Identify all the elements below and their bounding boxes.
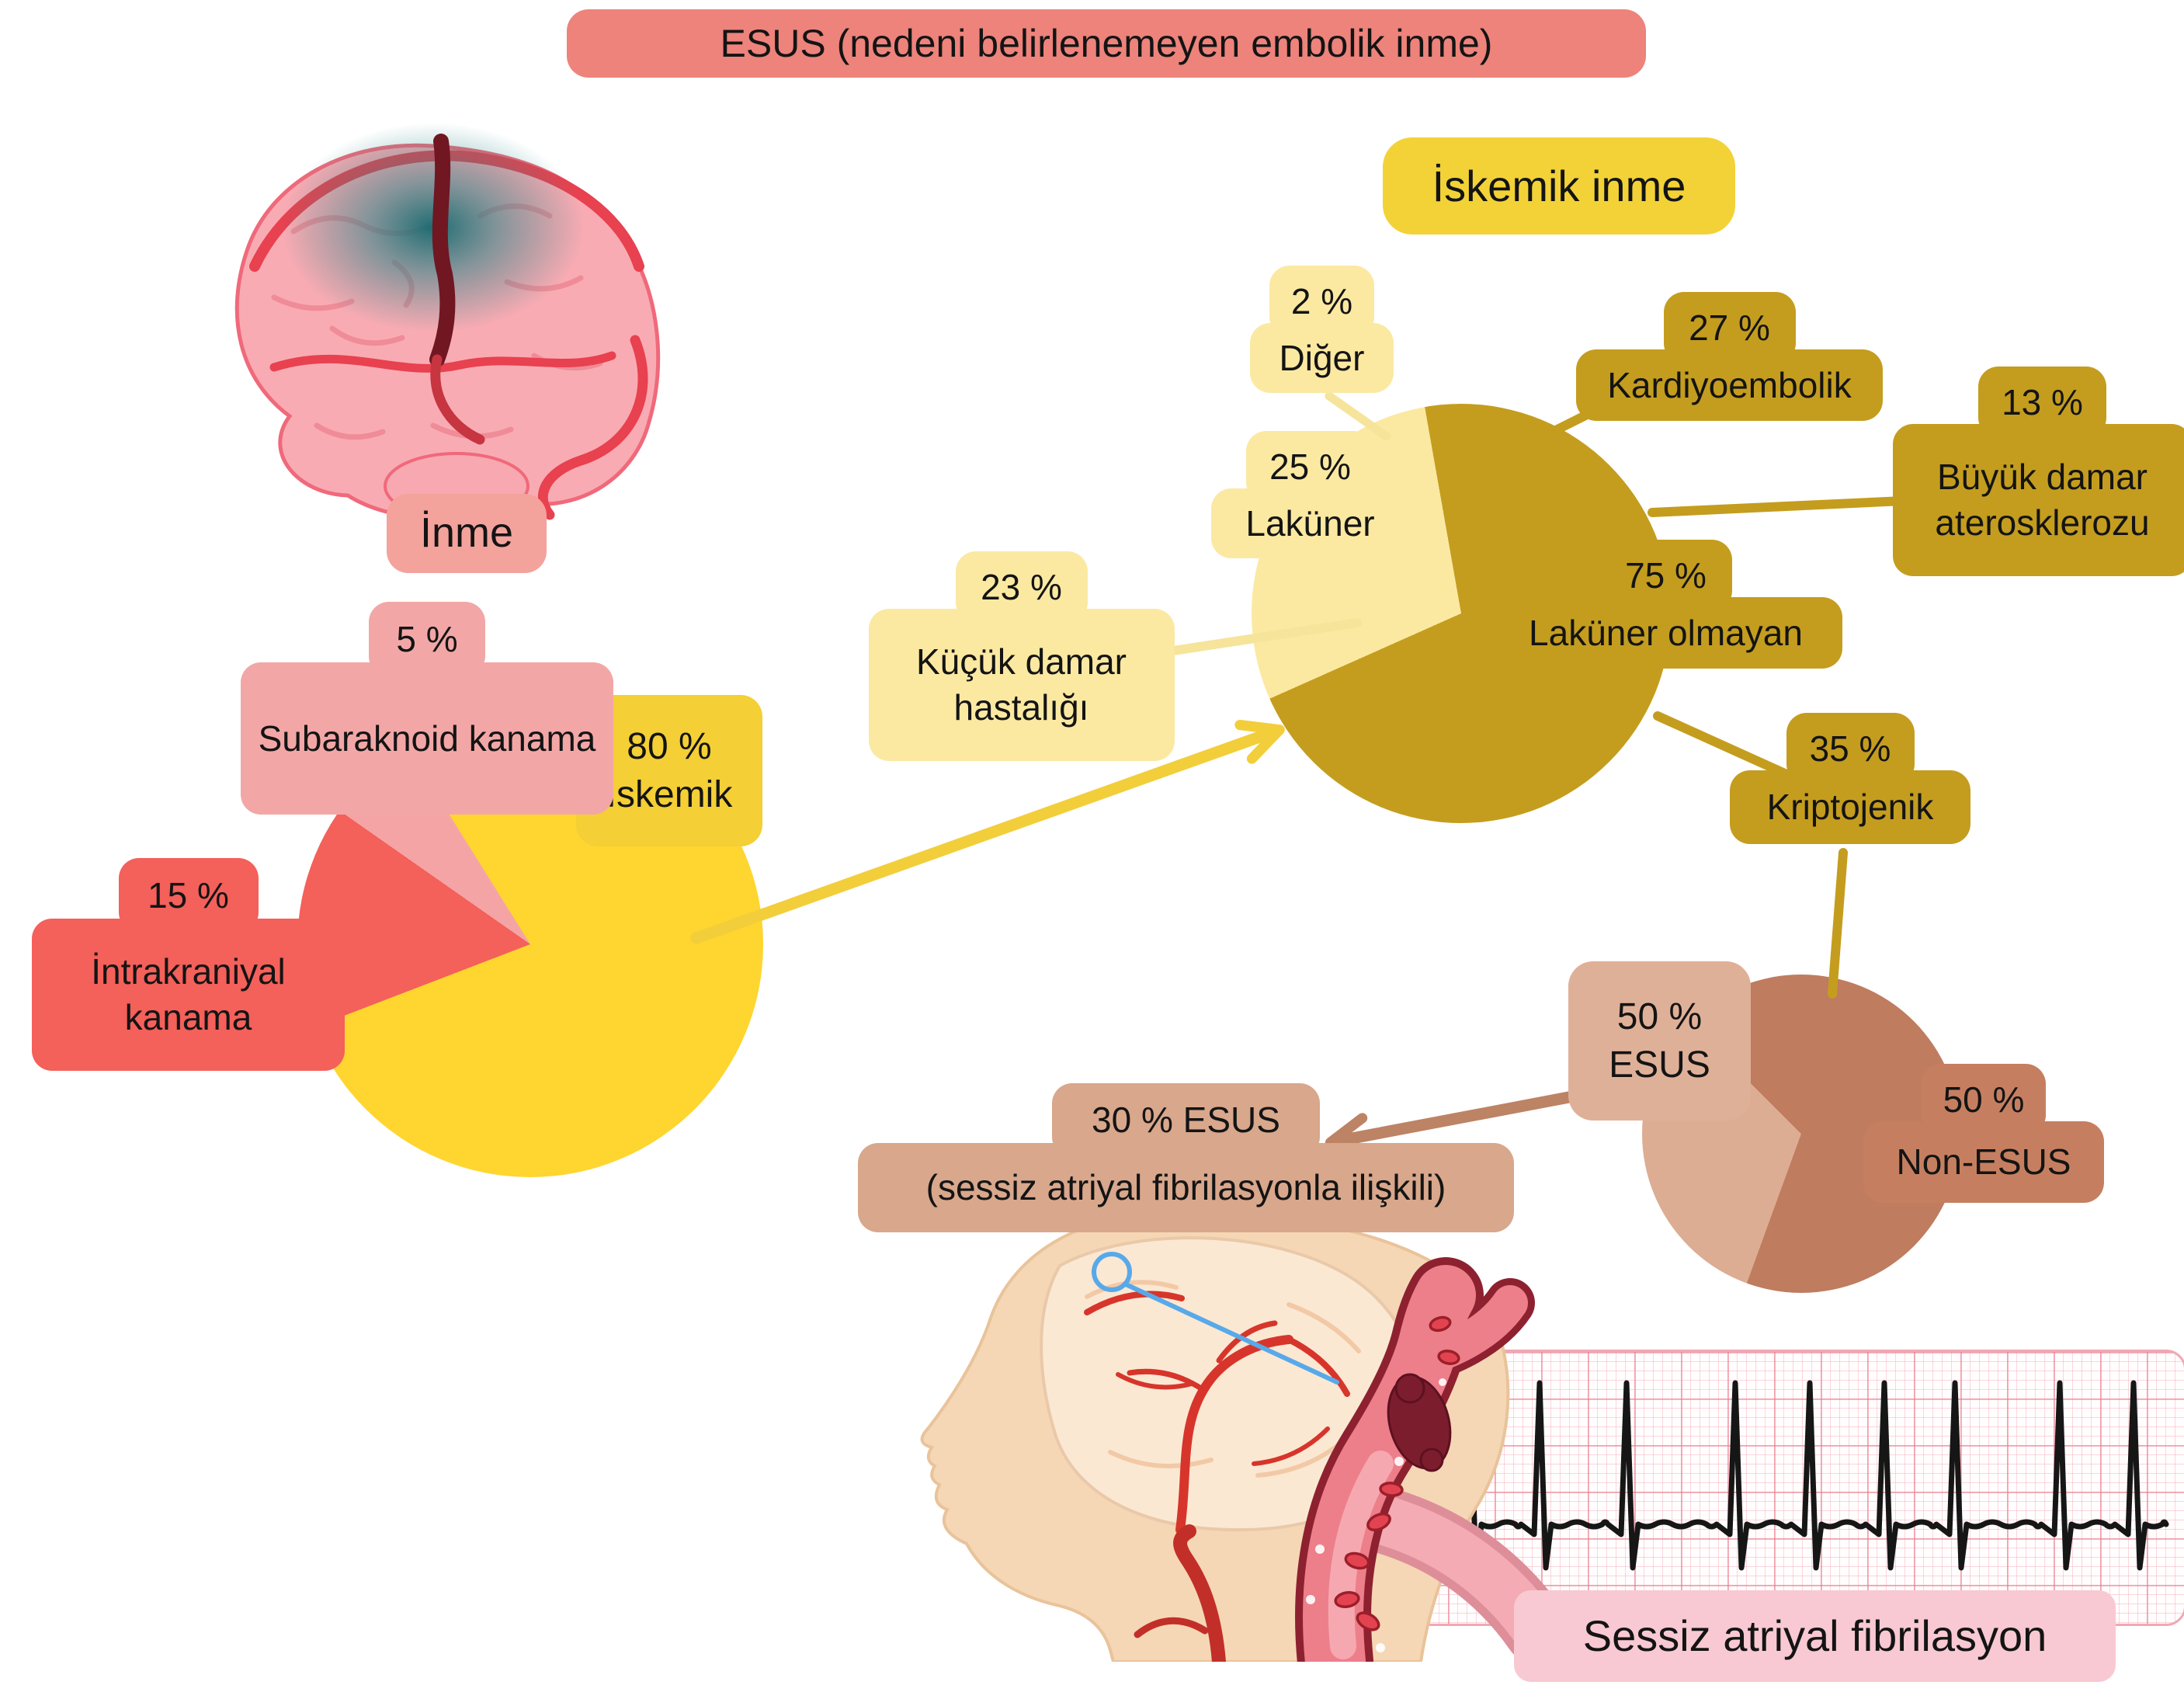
label-iskemik-80-name: İskemik — [606, 773, 733, 815]
label-lakuner: 25 % Laküner — [1211, 431, 1409, 558]
label-esus-50: 50 % ESUS — [1568, 961, 1751, 1121]
head-vessel-illustration — [920, 1209, 1553, 1662]
label-intrakraniyal: 15 % İntrakraniyal kanama — [32, 858, 345, 1071]
embolus-clot — [1387, 1373, 1452, 1472]
label-esus-30-name: (sessiz atriyal fibrilasyonla ilişkili) — [858, 1143, 1514, 1232]
inme-label: İnme — [387, 494, 547, 573]
vessel-highlight-dots — [1306, 1378, 1446, 1652]
label-esus-30-note: 30 % ESUS (sessiz atriyal fibrilasyonla … — [858, 1083, 1514, 1232]
label-kardiyoembolik-name: Kardiyoembolik — [1576, 349, 1883, 421]
page-title: ESUS (nedeni belirlenemeyen embolik inme… — [567, 9, 1646, 78]
ecg-label: Sessiz atriyal fibrilasyon — [1514, 1590, 2116, 1682]
label-buyuk-damar: 13 % Büyük damar aterosklerozu — [1893, 367, 2184, 576]
label-subaraknoid-name: Subaraknoid kanama — [241, 662, 613, 815]
red-blood-cells — [1334, 1315, 1460, 1631]
label-buyuk-damar-name: Büyük damar aterosklerozu — [1893, 424, 2184, 576]
label-iskemik-80-pct: 80 % — [627, 726, 712, 768]
label-lakuner-name: Laküner — [1211, 488, 1409, 558]
label-diger: 2 % Diğer — [1250, 266, 1394, 393]
occluded-vessel-branch — [430, 354, 485, 445]
occluded-vessel — [429, 134, 456, 367]
label-subaraknoid: 5 % Subaraknoid kanama — [233, 602, 621, 815]
label-non-esus-name: Non-ESUS — [1863, 1121, 2104, 1203]
connector-kriptojenik-esus — [1828, 848, 1848, 999]
label-diger-name: Diğer — [1250, 323, 1394, 393]
label-lakuner-olmayan-name: Laküner olmayan — [1489, 597, 1842, 669]
label-intrakraniyal-name: İntrakraniyal kanama — [32, 919, 345, 1071]
label-esus-50-pct: 50 % — [1616, 996, 1703, 1038]
arrow-ischemic — [690, 719, 1285, 944]
carotid-artery — [1134, 1524, 1226, 1662]
label-lakuner-olmayan: 75 % Laküner olmayan — [1489, 540, 1842, 669]
label-kriptojenik: 35 % Kriptojenik — [1730, 713, 1970, 844]
label-kriptojenik-name: Kriptojenik — [1730, 770, 1970, 844]
label-kardiyoembolik: 27 % Kardiyoembolik — [1576, 292, 1883, 421]
label-esus-50-name: ESUS — [1609, 1044, 1710, 1086]
label-non-esus: 50 % Non-ESUS — [1863, 1064, 2104, 1203]
heading-iskemik-inme: İskemik inme — [1383, 137, 1735, 235]
brain-illustration — [234, 123, 661, 520]
label-kucuk-damar-name: Küçük damar hastalığı — [868, 609, 1175, 761]
connector-buyuk-damar — [1648, 496, 1908, 517]
label-kucuk-damar: 23 % Küçük damar hastalığı — [868, 551, 1175, 761]
